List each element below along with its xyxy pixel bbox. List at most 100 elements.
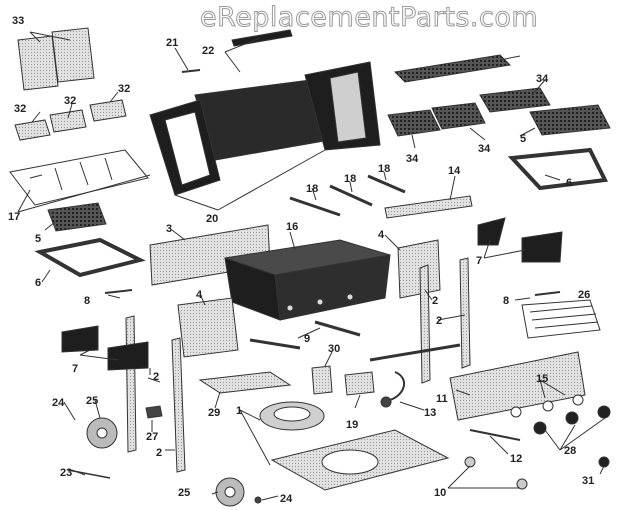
callout-label: 24 — [280, 493, 293, 505]
part-cooking-grate-2 — [387, 109, 441, 137]
leader-lines — [17, 31, 606, 501]
callout-label: 2 — [436, 315, 442, 327]
part-clip-left — [104, 289, 133, 294]
site-watermark: eReplacementParts.com — [199, 2, 539, 34]
part-knob-cap-1 — [533, 421, 547, 435]
callout-label: 2 — [153, 371, 159, 383]
part-lid-handle — [231, 29, 293, 47]
callout-label: 26 — [578, 289, 590, 301]
callout-label: 5 — [35, 233, 41, 245]
part-control-rod — [469, 429, 521, 441]
part-leg-left-back — [125, 315, 137, 453]
callout-label: 6 — [35, 277, 41, 289]
callout-label: 18 — [306, 183, 318, 195]
callout-label: 12 — [510, 453, 522, 465]
part-caster-1 — [464, 456, 476, 468]
callout-label: 17 — [8, 211, 20, 223]
callout-label: 13 — [424, 407, 436, 419]
callout-label: 34 — [536, 73, 549, 85]
part-bracket-right-2 — [521, 231, 563, 263]
callout-label: 24 — [52, 397, 65, 409]
part-leg-left-front — [171, 337, 186, 473]
part-flame-tamer-2 — [314, 320, 361, 337]
callout-label: 14 — [448, 165, 461, 177]
part-firebox — [224, 239, 391, 321]
part-knob-cap-3 — [597, 405, 611, 419]
part-knob-3 — [572, 394, 584, 406]
part-handle-bracket — [181, 69, 201, 73]
part-heat-shields — [17, 27, 95, 91]
part-burner-tube-2 — [329, 184, 373, 207]
part-igniter-bracket — [344, 371, 375, 396]
callout-label: 32 — [118, 83, 130, 95]
part-small-knob — [598, 456, 610, 468]
callout-label: 8 — [503, 295, 509, 307]
part-wire-basket — [521, 299, 601, 339]
part-cooking-grate-1 — [479, 87, 551, 113]
callout-label: 6 — [566, 177, 572, 189]
callout-label: 1 — [236, 405, 242, 417]
callout-label: 3 — [166, 223, 172, 235]
part-bracket-left-1 — [61, 325, 99, 353]
part-valve-manifold — [369, 343, 461, 362]
callout-label: 34 — [406, 153, 419, 165]
callout-label: 34 — [478, 143, 491, 155]
callout-label: 21 — [166, 37, 178, 49]
part-burner-frame — [9, 149, 149, 206]
part-control-panel — [449, 351, 586, 421]
callout-label: 29 — [208, 407, 220, 419]
callout-label: 32 — [64, 95, 76, 107]
part-side-panel-right — [397, 239, 441, 299]
part-warming-grid-right — [529, 104, 611, 136]
callout-label: 4 — [378, 229, 385, 241]
callout-label: 10 — [434, 487, 446, 499]
callout-label: 19 — [346, 419, 358, 431]
callout-label: 4 — [196, 289, 203, 301]
part-cooking-grate-3 — [431, 102, 486, 130]
part-hub-cap — [254, 496, 262, 504]
callout-label: 5 — [520, 133, 526, 145]
callout-label: 16 — [286, 221, 298, 233]
callout-label: 22 — [202, 45, 214, 57]
callout-label: 31 — [582, 475, 594, 487]
callout-label: 27 — [146, 431, 158, 443]
part-burner-tube-1 — [289, 196, 341, 217]
part-grease-tray — [198, 371, 292, 394]
callout-label: 7 — [476, 255, 482, 267]
part-clip-right — [534, 291, 561, 296]
callout-label: 18 — [344, 173, 356, 185]
callout-label: 2 — [432, 295, 438, 307]
callout-label: 11 — [436, 393, 448, 405]
part-knob-1 — [510, 406, 522, 418]
part-bottom-shelf — [270, 429, 450, 491]
callout-label: 8 — [84, 295, 90, 307]
part-caster-2 — [516, 478, 528, 490]
part-knob-cap-2 — [565, 411, 579, 425]
part-flame-tamer-1 — [249, 338, 301, 350]
part-warming-rack — [393, 54, 512, 83]
part-knob-2 — [542, 400, 554, 412]
callout-label: 2 — [156, 447, 162, 459]
part-leg-right-front — [419, 264, 431, 384]
callout-label: 9 — [304, 333, 310, 345]
part-regulator — [380, 396, 392, 408]
part-bracket-left-2 — [107, 341, 149, 371]
part-side-panel-left — [177, 297, 239, 358]
callout-label: 25 — [178, 487, 190, 499]
callout-label: 7 — [72, 363, 78, 375]
part-burner-tube-3 — [367, 174, 406, 194]
callout-label: 20 — [206, 213, 218, 225]
callout-label: 18 — [378, 163, 390, 175]
part-regulator-hose — [389, 371, 405, 401]
callout-label: 30 — [328, 343, 340, 355]
callout-label: 32 — [14, 103, 26, 115]
callout-label: 23 — [60, 467, 72, 479]
part-drip-cup — [311, 365, 333, 395]
callout-label: 25 — [86, 395, 98, 407]
part-bracket-right-1 — [477, 217, 506, 246]
callout-label: 15 — [536, 373, 548, 385]
part-grill-lid — [149, 61, 381, 196]
part-leg-right-back — [459, 257, 471, 369]
callout-label: 28 — [564, 445, 576, 457]
